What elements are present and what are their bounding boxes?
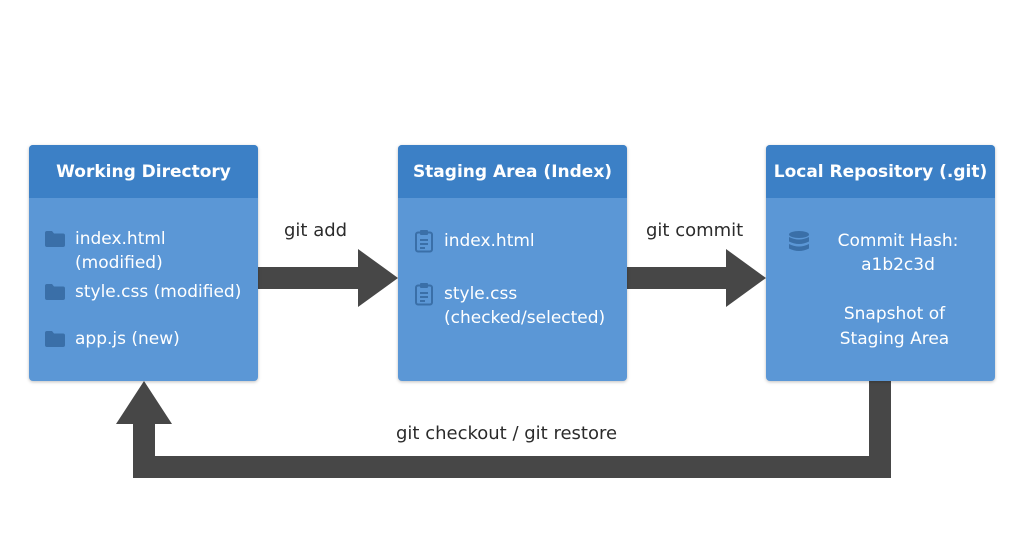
- folder-icon: [43, 327, 67, 351]
- snapshot-line-2: Staging Area: [839, 329, 950, 349]
- file-item-app-js: app.js (new): [43, 327, 180, 351]
- git-commit-arrow: [627, 249, 766, 307]
- commit-info: Commit Hash: a1b2c3d: [818, 229, 978, 277]
- file-name: style.css (modified): [75, 282, 242, 302]
- file-name: index.html: [444, 231, 535, 251]
- staging-area-box: Staging Area (Index) index.html: [398, 145, 627, 381]
- local-repository-title: Local Repository (.git): [766, 145, 995, 198]
- clipboard-icon: [412, 282, 436, 306]
- file-status: (modified): [75, 253, 163, 273]
- file-name: index.html: [75, 229, 166, 249]
- snapshot-line-1: Snapshot of: [843, 304, 946, 324]
- file-status: (checked/selected): [444, 308, 606, 328]
- git-add-label: git add: [284, 220, 348, 241]
- file-name: app.js (new): [75, 329, 180, 349]
- local-repository-box: Local Repository (.git) Commit Hash: a1b…: [766, 145, 995, 381]
- database-icon: [788, 230, 810, 258]
- git-commit-label: git commit: [646, 220, 744, 241]
- working-directory-title: Working Directory: [29, 145, 258, 198]
- git-checkout-restore-label: git checkout / git restore: [396, 423, 618, 444]
- commit-hash-value: a1b2c3d: [861, 255, 935, 275]
- working-directory-box: Working Directory index.html (modified) …: [29, 145, 258, 381]
- clipboard-icon: [412, 229, 436, 253]
- file-item-index-html: index.html (modified): [43, 227, 166, 275]
- folder-icon: [43, 280, 67, 304]
- file-name: style.css: [444, 284, 518, 304]
- snapshot-description: Snapshot of Staging Area: [780, 302, 995, 352]
- file-item-style-css: style.css (modified): [43, 280, 241, 304]
- staged-item-index-html: index.html: [412, 229, 535, 253]
- staged-item-style-css: style.css (checked/selected): [412, 282, 605, 330]
- git-checkout-restore-arrow: [116, 381, 891, 478]
- folder-icon: [43, 227, 67, 251]
- staging-area-title: Staging Area (Index): [398, 145, 627, 198]
- git-add-arrow: [258, 249, 398, 307]
- commit-hash-label: Commit Hash:: [837, 231, 959, 251]
